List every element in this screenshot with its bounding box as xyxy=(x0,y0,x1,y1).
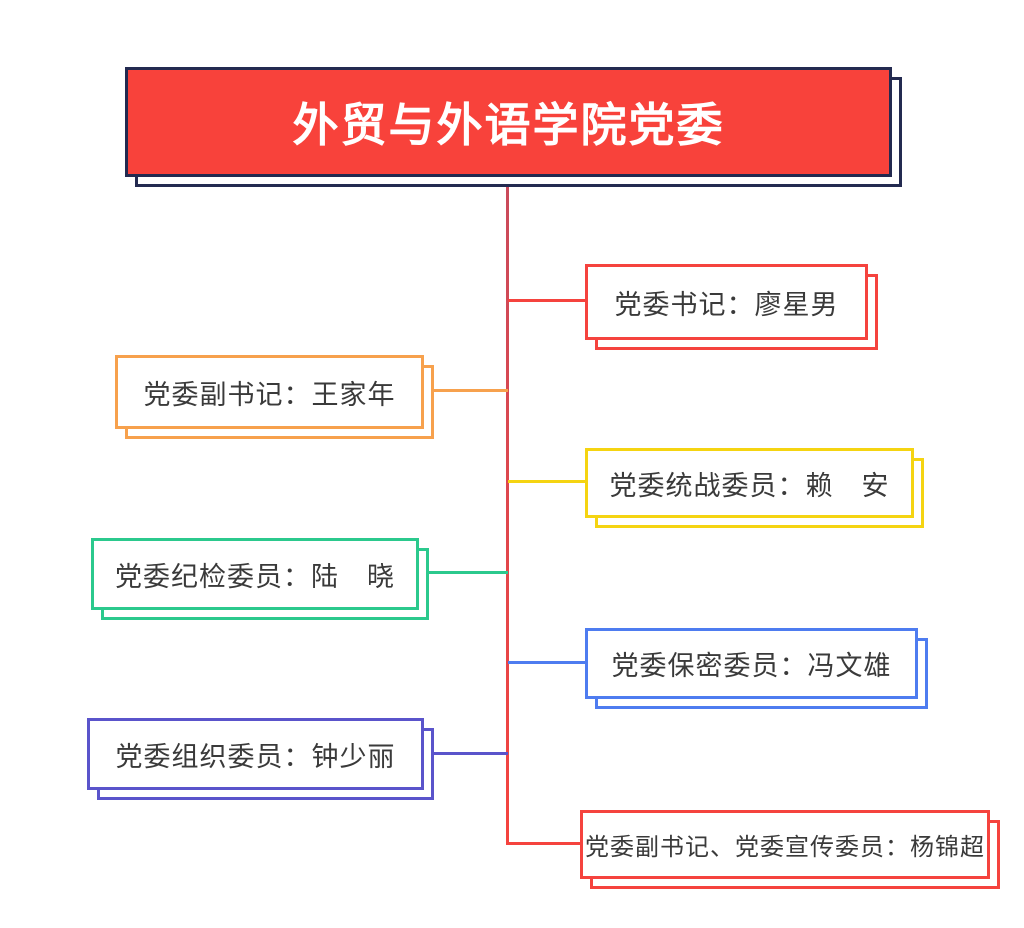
node-deputy-secretary-publicity-member: 党委副书记、党委宣传委员：杨锦超 xyxy=(580,810,1000,889)
node-box[interactable]: 党委副书记：王家年 xyxy=(115,355,424,429)
node-box[interactable]: 党委书记：廖星男 xyxy=(585,264,868,340)
connector-line xyxy=(508,842,581,845)
node-box[interactable]: 党委纪检委员：陆 晓 xyxy=(91,538,419,610)
node-united-front-member: 党委统战委员：赖 安 xyxy=(585,448,924,528)
connector-line xyxy=(424,389,508,392)
node-label: 党委纪检委员：陆 晓 xyxy=(115,561,395,592)
node-label: 党委统战委员：赖 安 xyxy=(609,470,890,501)
connector-line xyxy=(424,752,508,755)
node-label: 党委书记：廖星男 xyxy=(614,289,839,320)
root-node-label: 外贸与外语学院党委 xyxy=(292,99,725,151)
node-box[interactable]: 党委组织委员：钟少丽 xyxy=(87,718,424,790)
root-node: 外贸与外语学院党委 xyxy=(125,67,902,187)
node-box[interactable]: 党委副书记、党委宣传委员：杨锦超 xyxy=(580,810,990,879)
node-box[interactable]: 党委保密委员：冯文雄 xyxy=(585,628,918,699)
spine-line xyxy=(506,183,509,845)
node-label: 党委保密委员：冯文雄 xyxy=(611,651,892,681)
connector-line xyxy=(508,661,586,664)
node-label: 党委副书记：王家年 xyxy=(143,379,396,410)
root-node-box[interactable]: 外贸与外语学院党委 xyxy=(125,67,892,177)
node-security-member: 党委保密委员：冯文雄 xyxy=(585,628,928,709)
node-label: 党委副书记、党委宣传委员：杨锦超 xyxy=(585,834,985,861)
node-organization-member: 党委组织委员：钟少丽 xyxy=(87,718,434,800)
node-party-secretary: 党委书记：廖星男 xyxy=(585,264,878,350)
connector-line xyxy=(419,571,508,574)
node-label: 党委组织委员：钟少丽 xyxy=(115,741,396,772)
node-discipline-member: 党委纪检委员：陆 晓 xyxy=(91,538,429,620)
connector-line xyxy=(508,299,586,302)
node-box[interactable]: 党委统战委员：赖 安 xyxy=(585,448,914,518)
node-deputy-secretary: 党委副书记：王家年 xyxy=(115,355,434,439)
connector-line xyxy=(508,480,586,483)
